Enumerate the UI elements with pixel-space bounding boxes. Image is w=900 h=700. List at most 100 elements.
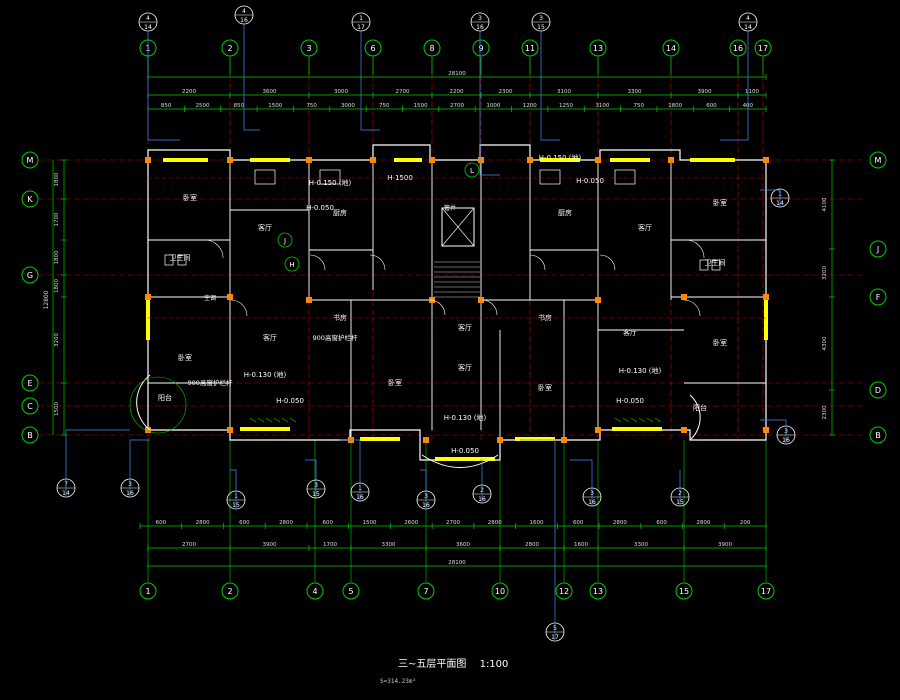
dim-top-primary-text: 3300 — [628, 89, 642, 95]
dim-bottom-secondary-text: 1600 — [529, 520, 543, 526]
axis-bottom-13-bubble — [589, 582, 607, 600]
dim-left-text: 1800 — [54, 250, 60, 264]
dim-bottom-secondary-text: 600 — [656, 520, 667, 526]
callout-2-bottom: 16 — [240, 17, 248, 24]
window — [146, 300, 150, 340]
dim-top-primary-text: 2700 — [396, 89, 410, 95]
room-label: 厨房 — [333, 208, 347, 217]
callout-6-top: 4 — [746, 15, 750, 22]
axis-top-11-label: 11 — [525, 44, 535, 53]
room-label: 卫生间 — [705, 258, 726, 267]
wall-post — [227, 157, 233, 163]
hatch — [281, 417, 289, 423]
dim-top-secondary-text: 850 — [161, 103, 172, 109]
dim-top-secondary-text: 750 — [379, 103, 390, 109]
kitchen-counter — [614, 169, 636, 185]
wall-post — [478, 297, 484, 303]
room-label: 卫生间 — [170, 253, 191, 262]
window — [394, 158, 422, 162]
level-mark: H-0.130 (地) — [244, 370, 287, 379]
wall-post — [668, 157, 674, 163]
balcony-bay-center — [421, 454, 499, 468]
callout-3-top: 1 — [359, 15, 363, 22]
level-mark: H-0.050 — [276, 397, 304, 405]
dim-bottom-secondary-text: 2700 — [446, 520, 460, 526]
window-note: 900高窗护栏杆 — [313, 333, 358, 342]
callout-4-leader — [479, 31, 500, 176]
axis-bottom-15-bubble — [675, 582, 693, 600]
room-label: 客厅 — [638, 223, 652, 232]
callout-5-bottom: 15 — [537, 24, 545, 31]
hatch — [654, 417, 662, 423]
axis-top-13-bubble — [589, 39, 607, 57]
window — [435, 457, 495, 461]
door-swing — [685, 239, 705, 259]
dim-bottom-secondary-text: 2800 — [488, 520, 502, 526]
wall-post — [145, 157, 151, 163]
room-label: 卧室 — [713, 338, 727, 347]
door-swing — [369, 254, 386, 271]
grid-marker-H-circle — [284, 256, 300, 272]
axis-bottom-4-label: 4 — [312, 587, 317, 596]
dim-bottom-secondary-text: 600 — [323, 520, 334, 526]
level-mark: H-0.050 — [616, 397, 644, 405]
dim-top-secondary-text: 1800 — [668, 103, 682, 109]
grid-marker-L-label: L — [470, 167, 474, 175]
door-swing — [481, 299, 498, 316]
balcony-bay-right — [689, 394, 701, 441]
axis-top-8-bubble — [423, 39, 441, 57]
dim-right-text: 3200 — [822, 266, 828, 280]
wall-post — [306, 297, 312, 303]
dim-top-secondary-text: 3100 — [595, 103, 609, 109]
dim-bottom-secondary-text: 2800 — [613, 520, 627, 526]
dim-top-primary-text: 3100 — [557, 89, 571, 95]
door-swing — [529, 254, 546, 271]
room-label: 客厅 — [263, 333, 277, 342]
wall-post — [595, 157, 601, 163]
axis-right-B-bubble — [869, 426, 887, 444]
room-label: 卧室 — [178, 353, 192, 362]
axis-left-G-label: G — [27, 271, 33, 280]
window — [163, 158, 208, 162]
callout-10-leader — [340, 439, 361, 501]
axis-left-E-bubble — [21, 374, 39, 392]
axis-top-2-bubble — [221, 39, 239, 57]
axis-top-17-label: 17 — [758, 44, 768, 53]
hatch — [289, 417, 297, 423]
hatch — [265, 417, 273, 423]
callout-2-top: 4 — [242, 8, 246, 15]
hatch — [249, 417, 257, 423]
axis-left-M-bubble — [21, 151, 39, 169]
axis-top-11-bubble — [521, 39, 539, 57]
window — [610, 158, 650, 162]
axis-bottom-17-bubble — [757, 582, 775, 600]
grid-marker-L-circle — [464, 162, 480, 178]
room-label: 阳台 — [158, 393, 172, 402]
hatch — [614, 417, 622, 423]
axis-right-M-bubble — [869, 151, 887, 169]
dim-bottom-secondary-text: 2600 — [404, 520, 418, 526]
callout-11-leader — [420, 469, 427, 509]
dim-left-text: 1500 — [54, 402, 60, 416]
wall-post — [681, 427, 687, 433]
room-label: 卧室 — [713, 198, 727, 207]
callout-3-bottom: 17 — [357, 24, 365, 31]
dim-bottom-primary-text: 3600 — [456, 542, 470, 548]
hatch — [630, 417, 638, 423]
axis-left-E-label: E — [27, 379, 32, 388]
air-label: 空调 — [204, 294, 216, 302]
axis-right-M-label: M — [875, 156, 882, 165]
window — [240, 427, 290, 431]
wall-post — [681, 294, 687, 300]
axis-top-14-label: 14 — [666, 44, 676, 53]
wall-post — [561, 437, 567, 443]
dim-bottom-secondary-text: 600 — [239, 520, 250, 526]
axis-bottom-5-bubble — [342, 582, 360, 600]
door-swing — [204, 239, 224, 259]
dim-top-secondary-text: 1250 — [559, 103, 573, 109]
callout-4-top: 3 — [478, 15, 482, 22]
room-label: 书房 — [538, 313, 552, 322]
window — [690, 158, 735, 162]
room-label: 卧室 — [388, 378, 402, 387]
axis-bottom-15-label: 15 — [679, 587, 689, 596]
